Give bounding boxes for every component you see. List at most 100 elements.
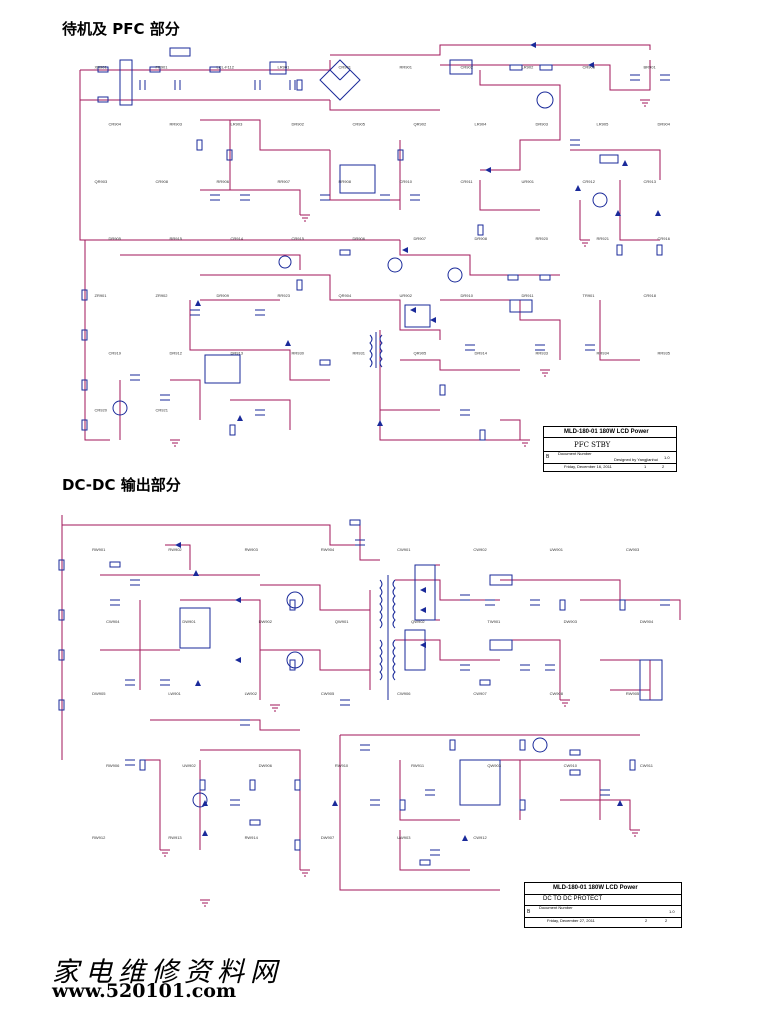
title-block-size: B (527, 909, 531, 915)
component-ref-label: CR921 (156, 407, 169, 412)
component-ref-label: CW907 (473, 691, 487, 696)
component-ref-label: UR902 (400, 293, 413, 298)
component-ref-label: CW906 (397, 691, 411, 696)
title-block-sheet-title: PFC STBY (574, 441, 611, 449)
component-ref-label: LR901 (278, 65, 291, 70)
component-ref-label: RR930 (292, 350, 305, 355)
pfc-schematic: XR901FR901LCL-F112LR901CR901RR901CR902LR… (79, 42, 671, 447)
component-ref-label: CR902 (461, 65, 474, 70)
component-ref-label: QR903 (95, 179, 108, 184)
component-ref-label: RR903 (170, 122, 183, 127)
component-ref-label: RR908 (339, 179, 352, 184)
component-ref-label: DR906 (353, 236, 366, 241)
component-ref-label: RR906 (217, 179, 230, 184)
component-ref-label: DW906 (259, 763, 273, 768)
dcdc-schematic: RW901RW902RW903RW904CW901CW902UW901CW903… (58, 515, 681, 907)
component-ref-label: QW902 (411, 619, 425, 624)
component-ref-label: CR919 (109, 350, 122, 355)
component-ref-label: RR935 (658, 350, 671, 355)
dcdc-section-title: DC-DC 输出部分 (62, 476, 181, 494)
title-block-doc-label: Document Number (539, 905, 573, 910)
component-ref-label: CR916 (658, 236, 671, 241)
component-ref-label: LR903 (231, 122, 244, 127)
title-block-size: B (546, 454, 550, 460)
component-ref-label: CW902 (473, 547, 487, 552)
component-ref-label: LR902 (522, 65, 535, 70)
component-ref-label: CR908 (156, 179, 169, 184)
component-ref-label: CW905 (321, 691, 335, 696)
component-ref-label: QR905 (414, 350, 427, 355)
component-ref-label: BR901 (644, 65, 657, 70)
component-ref-label: RR921 (597, 236, 610, 241)
component-ref-label: RW914 (245, 835, 259, 840)
component-ref-label: ZR902 (156, 293, 169, 298)
component-ref-label: DR903 (536, 122, 549, 127)
component-ref-label: DW902 (259, 619, 273, 624)
component-ref-label: RW901 (92, 547, 106, 552)
component-ref-label: CR904 (109, 122, 122, 127)
component-ref-label: DR907 (414, 236, 427, 241)
component-ref-label: CR903 (583, 65, 596, 70)
component-ref-label: LR905 (597, 122, 610, 127)
title-block-rev: 1.0 (664, 455, 670, 460)
component-ref-label: FR901 (156, 65, 169, 70)
component-ref-label: LW901 (168, 691, 181, 696)
component-ref-label: UW903 (397, 835, 411, 840)
component-ref-label: CW912 (473, 835, 487, 840)
component-ref-label: DW904 (640, 619, 654, 624)
component-ref-label: RR901 (400, 65, 413, 70)
component-ref-label: TR901 (583, 293, 596, 298)
component-ref-label: CW911 (640, 763, 654, 768)
component-ref-label: CR912 (583, 179, 596, 184)
pfc-section-title: 待机及 PFC 部分 (62, 20, 180, 38)
component-ref-label: DW903 (564, 619, 578, 624)
component-ref-label: DW901 (182, 619, 196, 624)
title-block-designer: Designed by Yangjianhui (614, 457, 658, 462)
title-block-date: Friday, December 27, 2011 (547, 918, 595, 923)
component-ref-label: RR934 (597, 350, 610, 355)
component-ref-label: CR914 (231, 236, 244, 241)
component-ref-label: QW903 (487, 763, 501, 768)
component-ref-label: RR923 (278, 293, 291, 298)
title-block-company: MLD-180-01 180W LCD Power (553, 885, 638, 891)
component-ref-label: CR911 (461, 179, 474, 184)
title-block-sheet-title: DC TO DC PROTECT (543, 896, 603, 902)
component-ref-label: CW903 (626, 547, 640, 552)
component-ref-label: UR901 (522, 179, 535, 184)
component-ref-label: RR920 (536, 236, 549, 241)
component-ref-label: CR920 (95, 407, 108, 412)
component-ref-label: DR913 (231, 350, 244, 355)
component-ref-label: RR907 (278, 179, 291, 184)
component-ref-label: CR918 (644, 293, 657, 298)
component-ref-label: CW908 (550, 691, 564, 696)
component-ref-label: QR902 (414, 122, 427, 127)
component-ref-label: XR901 (95, 65, 108, 70)
component-ref-label: LCL-F112 (217, 65, 235, 70)
component-ref-label: RW904 (321, 547, 335, 552)
component-ref-label: DR902 (292, 122, 305, 127)
component-ref-label: CR901 (339, 65, 352, 70)
component-ref-label: LW902 (245, 691, 258, 696)
component-ref-label: DR904 (658, 122, 671, 127)
component-ref-label: DR911 (522, 293, 535, 298)
component-ref-label: RW911 (411, 763, 425, 768)
title-block-date: Friday, December 16, 2011 (564, 464, 612, 469)
component-ref-label: CR915 (292, 236, 305, 241)
component-ref-label: DR912 (170, 350, 183, 355)
title-block-sheet: 2 (645, 918, 648, 923)
component-ref-label: RW913 (168, 835, 182, 840)
component-ref-label: TW901 (487, 619, 501, 624)
component-ref-label: DR908 (475, 236, 488, 241)
component-ref-label: DR905 (109, 236, 122, 241)
component-ref-label: DW905 (92, 691, 106, 696)
component-ref-label: RR931 (353, 350, 366, 355)
component-ref-label: RR933 (536, 350, 549, 355)
component-ref-label: CR905 (353, 122, 366, 127)
component-ref-label: DR910 (461, 293, 474, 298)
component-ref-label: CW910 (564, 763, 578, 768)
component-ref-label: CW904 (106, 619, 120, 624)
component-ref-label: LR904 (475, 122, 488, 127)
watermark-url: www.520101.com (52, 980, 237, 1002)
component-ref-label: ZR901 (95, 293, 108, 298)
